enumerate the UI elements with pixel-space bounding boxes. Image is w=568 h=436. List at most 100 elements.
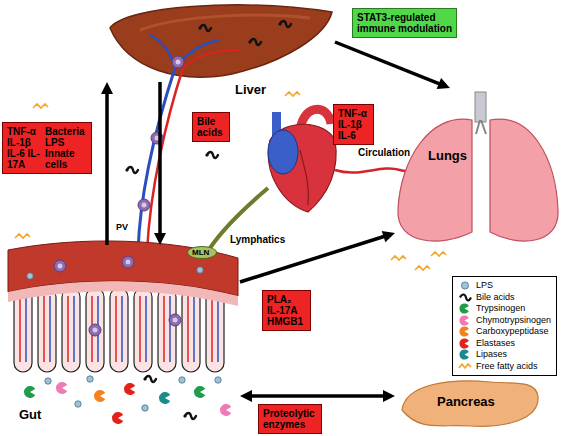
gut-illustration — [20, 296, 212, 362]
organ-label: Liver — [235, 82, 266, 97]
gut-illustration — [26, 296, 218, 362]
pancreas-illustration — [402, 381, 538, 426]
legend-swatch — [458, 303, 472, 314]
legend-text: Bile acids — [476, 292, 515, 303]
legend-swatch — [461, 282, 468, 289]
legend-swatch — [458, 326, 472, 337]
legend-icon — [459, 364, 471, 368]
annotation-box: Bile acids — [192, 112, 230, 142]
heart-illustration — [268, 109, 336, 212]
arrow-head — [437, 78, 450, 89]
organ-label: Gut — [19, 407, 41, 422]
gut-illustration — [126, 260, 131, 265]
arrow-head — [240, 390, 252, 402]
gut-illustration — [122, 256, 134, 268]
arrow-line — [335, 42, 441, 84]
gut-illustration — [211, 296, 213, 362]
legend-swatch — [458, 280, 472, 291]
gut-illustration — [14, 288, 224, 372]
gut-illustration — [24, 386, 35, 398]
organ-region: Lungs — [395, 88, 565, 245]
fatty-acid-icons — [33, 104, 48, 108]
legend-row: Chymotrypsinogen — [458, 315, 551, 327]
gut-illustration — [25, 296, 27, 362]
gut-illustration — [54, 256, 181, 336]
gut-illustration — [145, 296, 147, 362]
vessel-label: PV — [116, 222, 128, 233]
organ-region: Liver — [95, 2, 335, 82]
gut-illustration — [134, 288, 152, 372]
arrow-line — [158, 82, 162, 235]
gut-illustration — [73, 296, 75, 362]
organ-label: Lungs — [428, 148, 467, 163]
gut-illustration — [49, 296, 51, 362]
gut-illustration — [8, 281, 238, 306]
gut-illustration — [173, 318, 178, 323]
legend-icon — [458, 361, 472, 372]
legend-swatch — [458, 338, 472, 349]
legend-swatch — [459, 304, 469, 314]
fatty-acid-icons — [285, 92, 300, 96]
pathway-label: Circulation — [358, 147, 410, 159]
gut-illustration — [158, 288, 176, 372]
box-text: TNF-α IL-1β IL-6 IL-17A — [7, 126, 40, 170]
legend-text: Trypsinogen — [476, 303, 525, 314]
legend-text: Elastases — [476, 338, 515, 349]
gut-illustration — [124, 383, 135, 395]
box-text: MLN — [192, 248, 212, 257]
annotation-box: TNF-α IL-1β IL-6 — [333, 104, 374, 145]
annotation-box: Proteolytic enzymes — [258, 404, 322, 434]
gut-illustration — [163, 296, 165, 362]
gut-illustration — [89, 324, 101, 336]
gut-illustration — [14, 288, 32, 372]
lungs-illustration — [475, 92, 486, 122]
legend-row: Elastases — [458, 338, 551, 350]
gut-illustration — [43, 296, 45, 362]
legend-text: Carboxypeptidase — [476, 326, 549, 337]
portal-vessels — [147, 68, 183, 252]
pathway-label: Lymphatics — [230, 234, 285, 246]
arrow-head — [154, 233, 166, 245]
portal-vessels — [205, 152, 218, 158]
gut-illustration — [27, 273, 33, 279]
legend-swatch — [459, 315, 469, 325]
legend-swatch — [459, 350, 469, 360]
fatty-acid-icons — [431, 252, 446, 256]
liver-illustration — [110, 5, 332, 77]
gut-illustration — [75, 401, 81, 407]
heart-illustration — [268, 130, 298, 174]
annotation-box: TNF-α IL-1β IL-6 IL-17ABacteria LPS Inna… — [2, 122, 92, 174]
arrow-connector — [240, 390, 395, 402]
legend-swatch — [458, 349, 472, 360]
box-text: Bile acids — [197, 116, 225, 138]
gut-illustration — [187, 296, 189, 362]
gut-illustration — [112, 412, 123, 424]
gut-illustration — [8, 241, 238, 424]
fatty-acid-icons — [15, 234, 30, 238]
pancreas-illustration — [402, 381, 538, 426]
legend-icon — [460, 294, 471, 300]
box-text: PLA₂ IL-17A HMGB1 — [267, 294, 306, 327]
box-text: Proteolytic enzymes — [263, 408, 317, 430]
gut-illustration — [86, 288, 104, 372]
lungs-illustration — [476, 120, 486, 134]
arrow-connector — [101, 82, 113, 245]
gut-illustration — [179, 377, 185, 383]
gut-illustration — [54, 260, 66, 272]
organ-label: Pancreas — [437, 394, 495, 409]
legend-text: Free fatty acids — [476, 361, 538, 372]
arrow-head — [101, 82, 113, 94]
liver-illustration — [183, 50, 240, 68]
gut-illustration — [110, 288, 128, 372]
portal-vessels — [138, 199, 150, 211]
portal-vessels — [125, 68, 218, 252]
arrow-head — [382, 231, 395, 242]
gut-illustration — [220, 404, 231, 416]
gut-illustration — [182, 288, 200, 372]
lungs-illustration — [490, 119, 558, 241]
gut-illustration — [93, 328, 98, 333]
gut-illustration — [197, 267, 203, 273]
gut-illustration — [159, 392, 170, 404]
arrow-head — [383, 390, 395, 402]
